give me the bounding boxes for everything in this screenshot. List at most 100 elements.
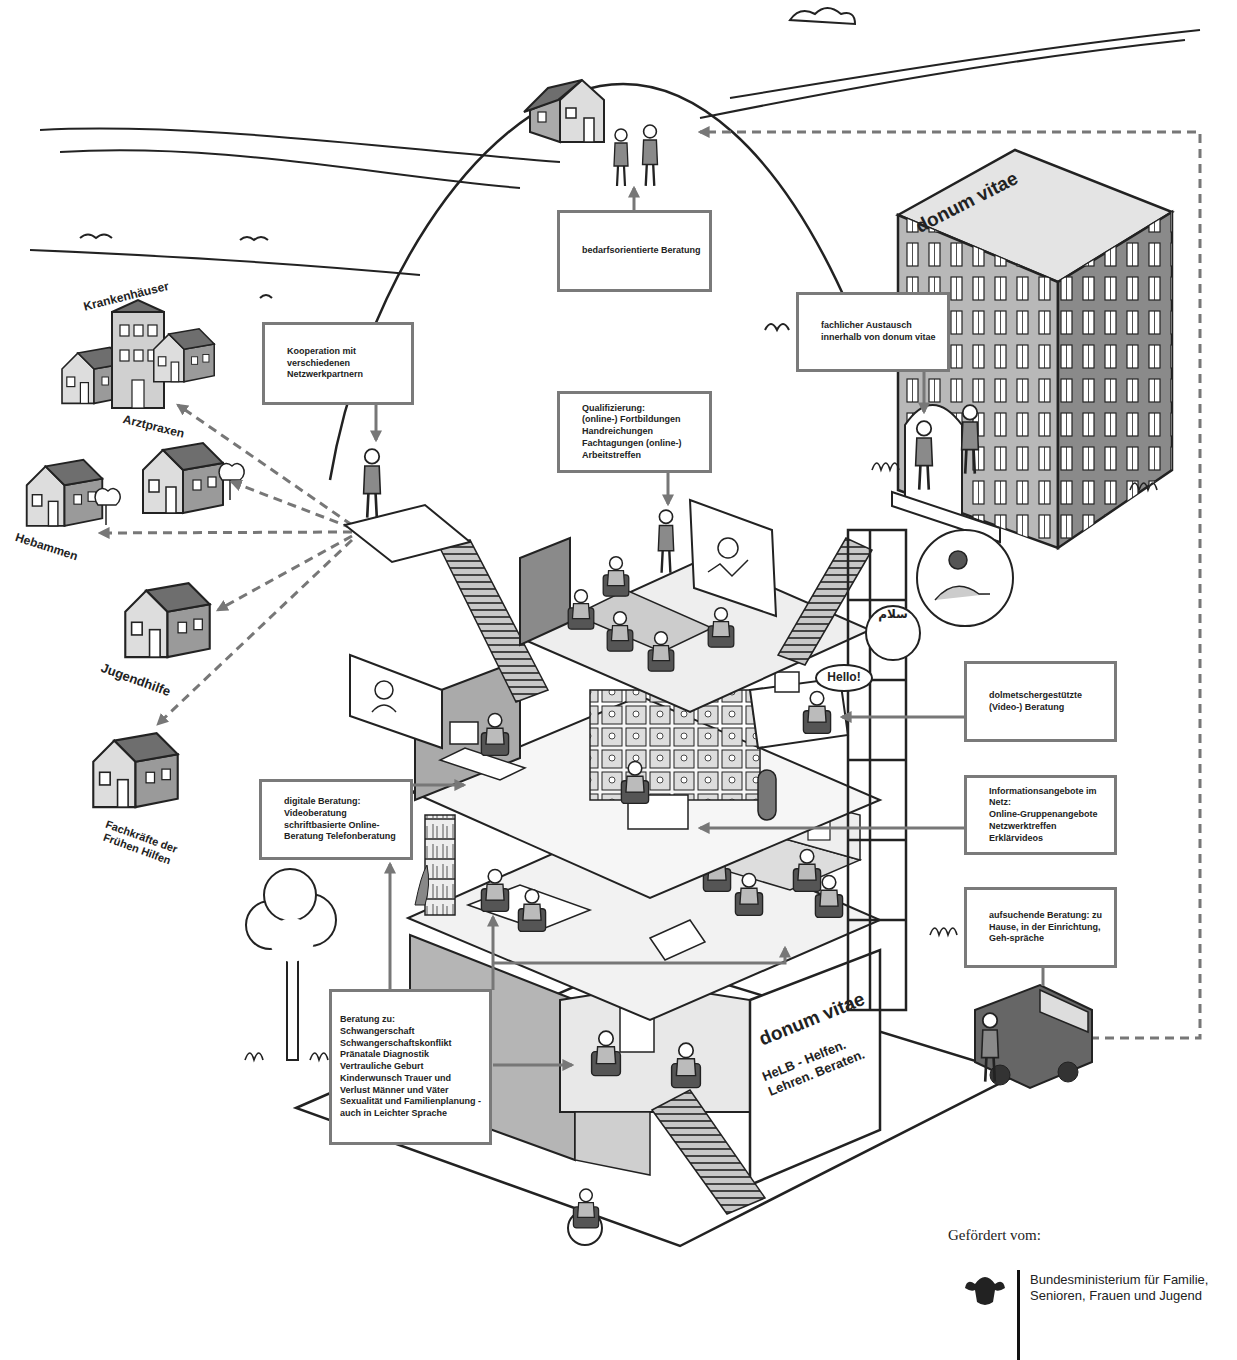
participant-figure bbox=[607, 612, 633, 651]
counselling-figure bbox=[518, 889, 545, 931]
ground-floor-part bbox=[575, 1112, 650, 1175]
elevator-shaft-part bbox=[848, 599, 906, 602]
ministry-name: Bundesministerium für Familie, Senioren,… bbox=[1030, 1272, 1235, 1303]
ground-floor-part bbox=[652, 1090, 765, 1214]
box-text: Online-Gruppenangebote Netzwerktreffen E… bbox=[989, 809, 1106, 844]
bubble-outline bbox=[866, 606, 920, 660]
elevator-shaft-part bbox=[848, 530, 906, 1010]
interpreter-figure bbox=[803, 691, 830, 733]
leader-arrows-part bbox=[389, 864, 392, 989]
elevator-shaft-part bbox=[848, 759, 906, 762]
van-part bbox=[1058, 1062, 1078, 1082]
network-houses-part-part bbox=[120, 325, 129, 336]
participant-figure bbox=[603, 557, 629, 596]
counsellor-figure bbox=[614, 129, 628, 186]
network-houses-part bbox=[27, 460, 103, 526]
network-houses-part-part bbox=[120, 350, 129, 361]
headquarters-building-part bbox=[872, 463, 899, 470]
ministry-logo bbox=[965, 1270, 1020, 1360]
participant-figure bbox=[708, 608, 734, 647]
network-partner-name: Hebammen bbox=[14, 530, 114, 575]
box-text: Hello! bbox=[827, 670, 860, 686]
headquarters-building-part bbox=[1058, 212, 1172, 548]
digital-counselling-box: digitale Beratung:Videoberatung schriftb… bbox=[259, 779, 413, 860]
box-text: Kooperation mit verschiedenen Netzwerkpa… bbox=[287, 346, 403, 381]
leader-arrows-part bbox=[667, 473, 670, 504]
van-part bbox=[1040, 990, 1088, 1032]
wheelchair-figure-part bbox=[573, 1189, 598, 1228]
sky-lines-part bbox=[260, 295, 272, 298]
box-text: bedarfsorientierte Beratung bbox=[582, 245, 701, 257]
counselling-box: bedarfsorientierte Beratung bbox=[557, 210, 712, 292]
cooperation-box: Kooperation mit verschiedenen Netzwerkpa… bbox=[262, 322, 414, 405]
consultation-figure bbox=[592, 1031, 621, 1075]
box-heading: Beratung zu: bbox=[340, 1014, 481, 1026]
online-info-box: Informationsangebote im Netz:Online-Grup… bbox=[964, 775, 1117, 855]
network-figure bbox=[364, 449, 381, 517]
tree-part bbox=[264, 869, 316, 921]
tree-part bbox=[245, 1053, 328, 1060]
colleague-figure bbox=[962, 405, 979, 473]
group-figure bbox=[735, 873, 762, 915]
headquarters-building-part bbox=[898, 215, 1058, 548]
funding-note: Gefördert vom: bbox=[948, 1226, 1148, 1244]
colleague-figure bbox=[916, 421, 933, 489]
sky-lines-part bbox=[700, 40, 1185, 118]
network-houses-part-part bbox=[132, 380, 144, 408]
network-houses-part bbox=[143, 443, 223, 513]
participant-figure bbox=[648, 632, 674, 671]
leader-arrows bbox=[376, 188, 1043, 1065]
van-part bbox=[930, 928, 957, 935]
lower-rooms-part bbox=[650, 920, 705, 960]
network-partner-name: Fachkräfte der Frühen Hilfen bbox=[83, 812, 195, 874]
network-dashed-arrows-part bbox=[218, 536, 352, 610]
network-houses-part bbox=[219, 463, 244, 500]
training-room-part bbox=[718, 538, 738, 558]
network-houses-part-part bbox=[134, 325, 143, 336]
group-figure bbox=[793, 849, 820, 891]
wheelchair-figure bbox=[568, 1189, 602, 1245]
client-figure bbox=[643, 125, 658, 186]
lower-rooms-part bbox=[425, 815, 455, 915]
leader-arrows-part bbox=[375, 405, 378, 440]
box-text: fachlicher Austausch innerhalb von donum… bbox=[821, 320, 939, 343]
elevator-shaft-part bbox=[848, 919, 906, 922]
sky-lines-part bbox=[790, 8, 855, 24]
hill bbox=[330, 84, 850, 480]
network-houses-part bbox=[93, 733, 177, 807]
tree-part bbox=[287, 960, 298, 1060]
video-bubble-part bbox=[917, 530, 1013, 626]
van-part bbox=[975, 985, 1092, 1088]
sky-lines-part bbox=[765, 324, 789, 330]
network-partner-name: Jugendhilfe bbox=[99, 660, 208, 712]
video-bubble bbox=[917, 530, 1013, 626]
network-houses-part bbox=[125, 583, 209, 657]
headquarters-building-part bbox=[898, 215, 1058, 548]
training-room-part bbox=[708, 560, 748, 576]
tree-part bbox=[270, 918, 314, 962]
speech-bubble: Hello! bbox=[815, 664, 873, 692]
box-heading: Qualifizierung: bbox=[582, 403, 701, 415]
client-house-part bbox=[584, 118, 594, 142]
training-room-part bbox=[520, 538, 570, 645]
training-room-part bbox=[690, 500, 776, 616]
sky-lines-part bbox=[730, 30, 1200, 98]
box-text: Videoberatung schriftbasierte Online-Ber… bbox=[284, 808, 402, 843]
right-stairs bbox=[778, 538, 872, 665]
video-bubble-part bbox=[935, 586, 990, 600]
box-text: Schwangerschaft Schwangerschaftskonflikt… bbox=[340, 1026, 481, 1120]
box-text: (online-) Fortbildungen Handreichungen F… bbox=[582, 414, 701, 461]
client-house-part bbox=[524, 80, 582, 112]
box-text: سلام bbox=[878, 607, 908, 623]
qualification-box: Qualifizierung:(online-) Fortbildungen H… bbox=[557, 391, 712, 473]
box-text: dolmetschergestützte (Video-) Beratung bbox=[989, 690, 1106, 713]
participant-figure bbox=[568, 590, 594, 629]
elevator-shaft-part bbox=[869, 530, 872, 1010]
leader-arrows-part bbox=[413, 784, 464, 787]
client-house bbox=[524, 80, 604, 142]
network-houses-part-part bbox=[134, 350, 143, 361]
leader-arrows-part bbox=[633, 188, 636, 210]
leader-arrows-part bbox=[923, 372, 926, 412]
